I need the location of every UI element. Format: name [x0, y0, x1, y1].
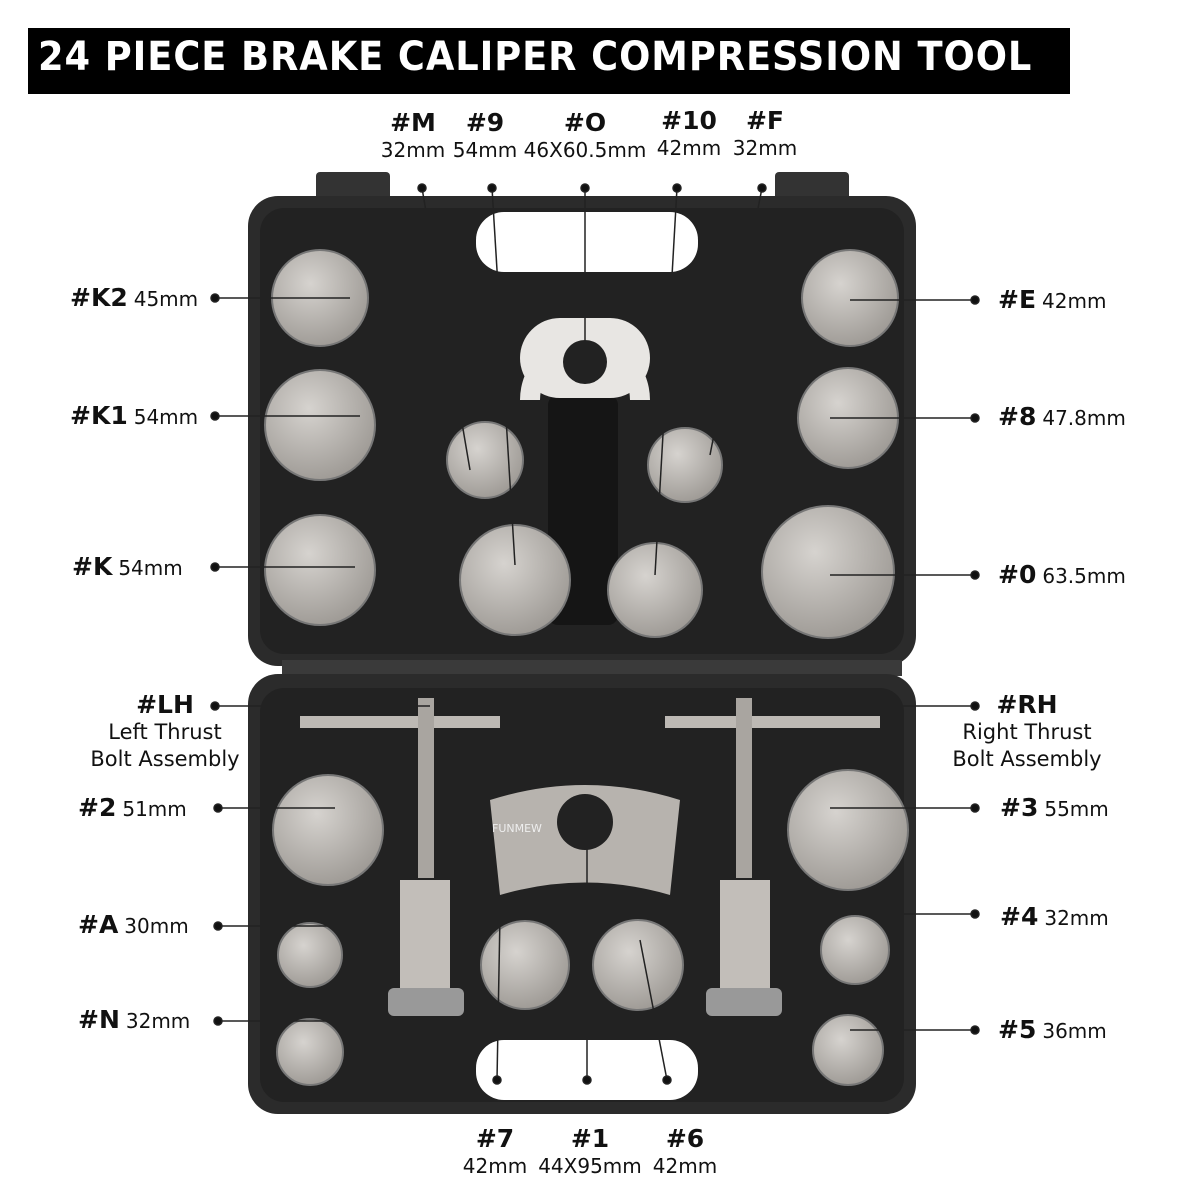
piece-7: [480, 920, 570, 1010]
label-size: 42mm: [1042, 289, 1107, 313]
label-code: #5: [998, 1015, 1037, 1044]
label-size: 63.5mm: [1042, 564, 1126, 588]
label-code: #8: [998, 402, 1037, 431]
label-code: #3: [1000, 793, 1039, 822]
case-lid: [248, 172, 916, 666]
label-size: 32mm: [1044, 906, 1109, 930]
label-desc: Bolt Assembly: [952, 747, 1102, 771]
label-size: 45mm: [133, 287, 199, 311]
piece-K1: [264, 369, 376, 481]
callout-lines: [210, 183, 980, 1085]
label-code: #9: [465, 108, 505, 137]
label-size: 42mm: [656, 136, 722, 160]
piece-4: [820, 915, 890, 985]
label-desc: Right Thrust: [962, 720, 1092, 744]
pistons: [264, 249, 909, 1086]
handle-slot-top: [476, 212, 698, 272]
piece-K: [264, 514, 376, 626]
label-code: #K2: [70, 283, 128, 312]
label-size: 44X95mm: [538, 1154, 642, 1178]
piece-5: [812, 1014, 884, 1086]
title-bar: 24 PIECE BRAKE CALIPER COMPRESSION TOOL: [28, 28, 1070, 94]
piece-A: [277, 922, 343, 988]
label-size: 54mm: [133, 405, 199, 429]
label-desc: Bolt Assembly: [90, 747, 240, 771]
piece-10: [607, 542, 703, 638]
label-size: 30mm: [124, 914, 189, 938]
label-code: #E: [998, 285, 1037, 314]
label-size: 42mm: [462, 1154, 528, 1178]
label-size: 32mm: [125, 1009, 191, 1033]
label-size: 36mm: [1042, 1019, 1107, 1043]
brand-mark: FUNMEW: [492, 822, 542, 835]
label-size: 54mm: [118, 556, 183, 580]
label-size: 32mm: [732, 136, 798, 160]
label-code: #10: [661, 106, 717, 135]
right-thrust-bolt: [665, 698, 880, 1016]
label-code: #K: [72, 552, 113, 581]
label-code: #F: [745, 106, 785, 135]
label-size: 54mm: [452, 138, 518, 162]
label-code: #LH: [136, 690, 194, 719]
piece-3: [787, 769, 909, 891]
piece-0: [761, 505, 895, 639]
label-size: 47.8mm: [1042, 406, 1126, 430]
label-code: #4: [1000, 902, 1039, 931]
piece-N: [276, 1018, 344, 1086]
title: 24 PIECE BRAKE CALIPER COMPRESSION TOOL: [38, 34, 1033, 80]
label-code: #0: [998, 560, 1037, 589]
piece-F: [647, 427, 723, 503]
piece-M: [446, 421, 524, 499]
piece-2: [272, 774, 384, 886]
label-code: #RH: [996, 690, 1058, 719]
label-size: 32mm: [380, 138, 446, 162]
left-thrust-bolt: [300, 698, 500, 1016]
label-code: #M: [390, 108, 436, 137]
label-code: #1: [570, 1124, 610, 1153]
piece-9: [459, 524, 571, 636]
label-desc: Left Thrust: [108, 720, 222, 744]
label-size: 51mm: [122, 797, 187, 821]
label-code: #N: [78, 1005, 120, 1034]
piece-6: [592, 919, 684, 1011]
label-size: 46X60.5mm: [523, 138, 647, 162]
label-code: #6: [665, 1124, 705, 1153]
label-code: #A: [78, 910, 119, 939]
label-size: 55mm: [1044, 797, 1109, 821]
piece-E: [801, 249, 899, 347]
label-code: #K1: [70, 401, 128, 430]
label-size: 42mm: [652, 1154, 718, 1178]
label-code: #O: [563, 108, 607, 137]
label-code: #7: [475, 1124, 515, 1153]
label-code: #2: [78, 793, 117, 822]
